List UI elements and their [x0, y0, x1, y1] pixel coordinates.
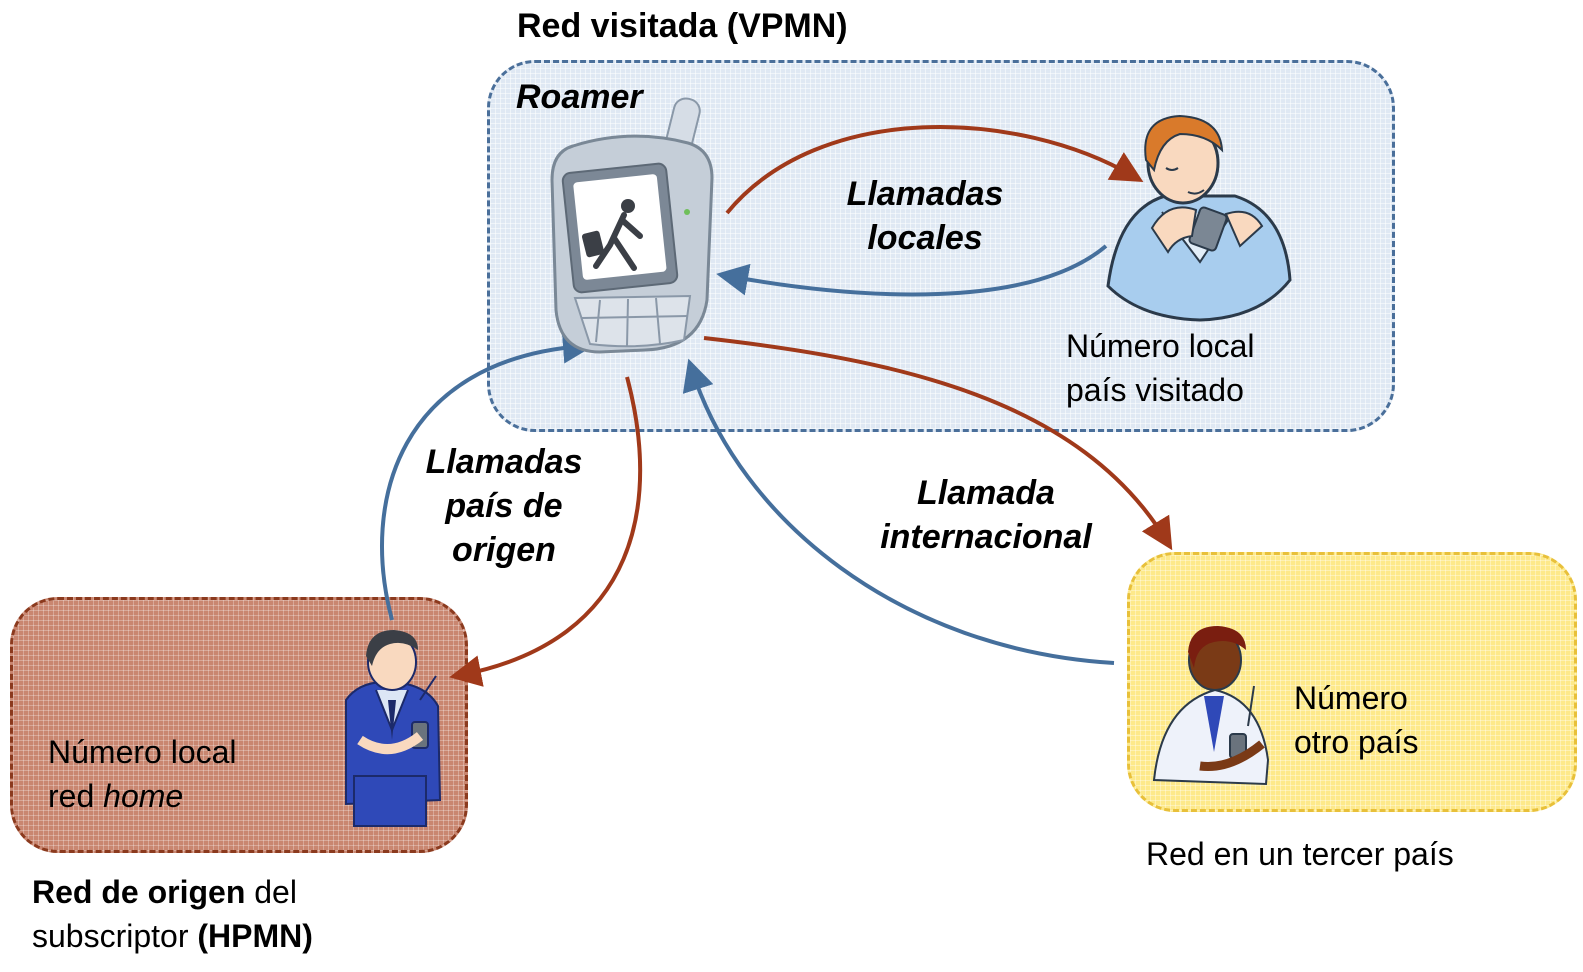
home-calls-line1: Llamadas [425, 443, 583, 481]
international-call-label: Llamada internacional [856, 471, 1116, 559]
arrow-international-outgoing [703, 336, 1173, 551]
person-with-radio-icon [345, 630, 442, 827]
arrow-home-incoming [380, 331, 595, 621]
arrow-home-outgoing [449, 376, 643, 687]
local-number-line2: país visitado [1066, 372, 1244, 408]
other-country-number-label: Número otro país [1294, 676, 1419, 764]
other-number-line2: otro país [1294, 724, 1419, 760]
local-number-line1: Número local [1066, 328, 1255, 364]
home-number-label: Número local red home [48, 730, 237, 818]
arrow-local-incoming [716, 244, 1108, 297]
local-number-label: Número local país visitado [1066, 324, 1255, 412]
local-calls-label: Llamadas locales [820, 172, 1030, 260]
home-number-line2: red home [48, 774, 237, 818]
local-calls-line2: locales [867, 219, 983, 257]
person-on-phone-icon [1106, 114, 1292, 322]
mobile-phone-icon [550, 97, 714, 354]
international-line1: Llamada [917, 474, 1055, 512]
home-caption-bold1: Red de origen [32, 874, 246, 910]
person-with-radio-icon [1152, 626, 1270, 786]
home-caption-prefix2: subscriptor [32, 918, 198, 954]
home-calls-line3: origen [452, 531, 556, 569]
home-caption-rest1: del [245, 874, 297, 910]
arrow-local-outgoing [725, 125, 1144, 215]
local-calls-line1: Llamadas [846, 175, 1004, 213]
home-caption-line1: Red de origen del [32, 870, 313, 914]
other-number-line1: Número [1294, 680, 1408, 716]
traveler-icon [582, 199, 643, 271]
home-number-italic: home [103, 778, 184, 814]
home-number-prefix: red [48, 778, 104, 814]
international-line2: internacional [880, 518, 1092, 556]
home-number-line1: Número local [48, 734, 237, 770]
home-caption-line2: subscriptor (HPMN) [32, 914, 313, 958]
third-country-caption: Red en un tercer país [1146, 836, 1454, 872]
home-network-caption: Red de origen del subscriptor (HPMN) [32, 870, 313, 958]
home-calls-line2: país de [445, 487, 563, 525]
home-country-calls-label: Llamadas país de origen [404, 440, 604, 572]
roamer-label: Roamer [516, 78, 643, 116]
visited-network-title: Red visitada (VPMN) [517, 7, 848, 45]
arrow-international-incoming [682, 358, 1115, 665]
home-caption-bold2: (HPMN) [197, 918, 313, 954]
